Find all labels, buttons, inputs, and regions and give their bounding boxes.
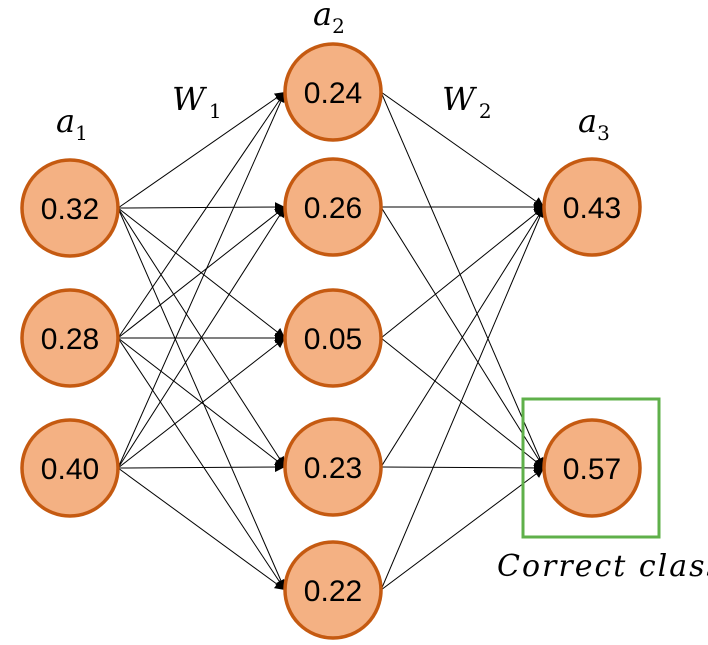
edge-l2-1-to-l3-2	[380, 91, 545, 469]
neurons: 0.32 0.28 0.40 0.24 0.26 0.05 0.23 0.22 0.43 0.57	[20, 42, 642, 640]
neuron-value: 0.05	[304, 323, 362, 356]
neuron-l1-3: 0.40	[20, 418, 120, 518]
neuron-l2-3: 0.05	[283, 288, 383, 388]
edge-l2-1-to-l3-1	[380, 91, 545, 208]
layer-3-label: a3	[578, 102, 610, 145]
neuron-l2-4: 0.23	[283, 417, 383, 517]
neuron-value: 0.32	[41, 193, 99, 226]
correct-class-caption: Correct class	[497, 549, 708, 584]
neuron-value: 0.24	[304, 77, 362, 110]
edge-l1-3-to-l2-5	[117, 467, 286, 591]
edge-l1-3-to-l2-3	[117, 337, 286, 469]
neuron-circle	[542, 418, 642, 518]
edge-l1-2-to-l2-2	[117, 206, 286, 339]
edge-l1-3-to-l2-4	[117, 462, 286, 473]
neuron-circle	[20, 158, 120, 258]
edge-l1-1-to-l2-5	[117, 207, 286, 591]
neuron-value: 0.43	[563, 192, 621, 225]
neuron-value: 0.40	[41, 453, 99, 486]
neuron-l2-1: 0.24	[283, 42, 383, 142]
neuron-circle	[20, 288, 120, 388]
layer-2-label: a2	[313, 0, 345, 38]
neuron-value: 0.28	[41, 323, 99, 356]
neuron-value: 0.57	[563, 453, 621, 486]
edge-l1-1-to-l2-2	[117, 202, 286, 213]
neuron-circle	[283, 42, 383, 142]
edge-l2-5-to-l3-1	[380, 206, 545, 591]
correct-class-box	[521, 397, 661, 539]
neuron-l2-2: 0.26	[283, 157, 383, 257]
neuron-circle	[283, 157, 383, 257]
neuron-l1-2: 0.28	[20, 288, 120, 388]
layer-1-label: a1	[56, 102, 88, 145]
neuron-l3-1: 0.43	[542, 157, 642, 257]
edge-l2-4-to-l3-2	[380, 462, 545, 473]
neuron-circle	[283, 540, 383, 640]
edge-l1-1-to-l2-1	[117, 91, 286, 209]
edge-l1-3-to-l2-1	[117, 91, 286, 469]
edge-l1-2-to-l2-1	[117, 91, 286, 339]
edge-l1-3-to-l2-2	[117, 206, 286, 469]
neuron-circle	[283, 417, 383, 517]
edge-l2-5-to-l3-2	[380, 467, 545, 591]
neuron-value: 0.23	[304, 452, 362, 485]
edge-l2-3-to-l3-1	[380, 206, 545, 339]
neuron-circle	[283, 288, 383, 388]
neuron-l1-1: 0.32	[20, 158, 120, 258]
neuron-circle	[20, 418, 120, 518]
neuron-circle	[542, 157, 642, 257]
neuron-value: 0.26	[304, 192, 362, 225]
neuron-l3-2: 0.57	[542, 418, 642, 518]
neuron-value: 0.22	[304, 575, 362, 608]
connections	[117, 91, 545, 591]
neuron-l2-5: 0.22	[283, 540, 383, 640]
edge-l2-4-to-l3-1	[380, 206, 545, 468]
edge-l2-3-to-l3-2	[380, 337, 545, 469]
edge-l1-2-to-l2-5	[117, 337, 286, 591]
